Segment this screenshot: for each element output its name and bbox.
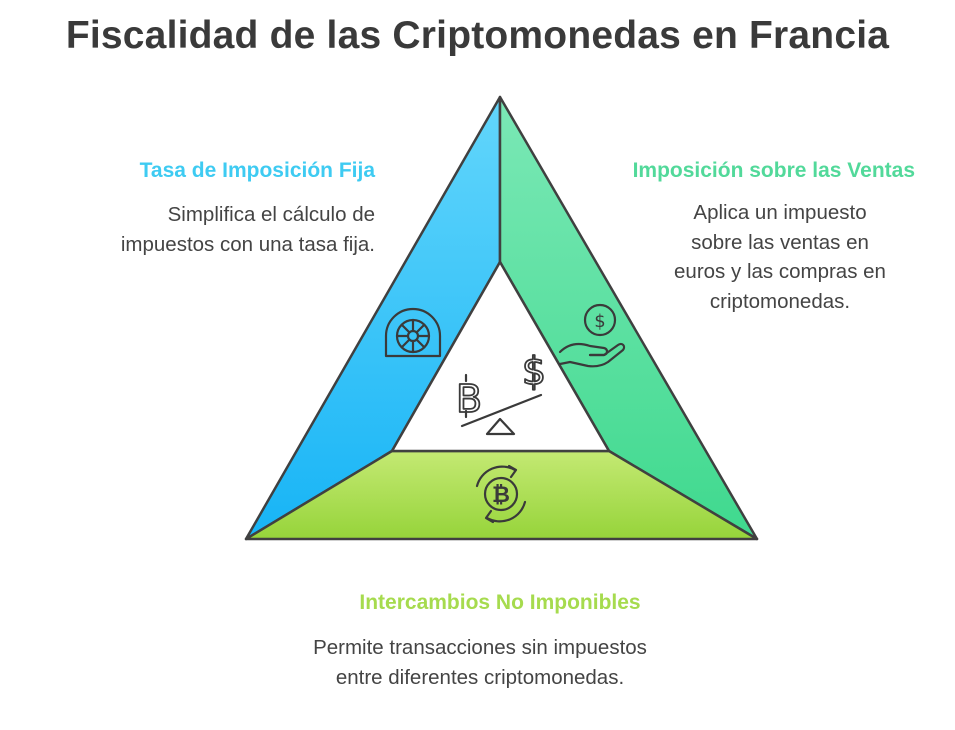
- text-line: Aplica un impuesto: [693, 201, 867, 224]
- text-ventas: Aplica un impuesto sobre las ventas en e…: [640, 198, 920, 316]
- page-title: Fiscalidad de las Criptomonedas en Franc…: [65, 14, 890, 57]
- text-line: impuestos con una tasa fija.: [120, 232, 375, 256]
- heading-tasa-fija: Tasa de Imposición Fija: [139, 159, 375, 182]
- heading-ventas: Imposición sobre las Ventas: [632, 159, 915, 182]
- text-intercambios: Permite transacciones sin impuestos entr…: [230, 633, 730, 692]
- text-line: Simplifica el cálculo de: [167, 203, 375, 226]
- svg-text:$: $: [522, 349, 546, 393]
- inner-triangle: [390, 260, 611, 453]
- text-line: Permite transacciones sin impuestos: [313, 636, 647, 659]
- svg-text:$: $: [594, 311, 605, 332]
- text-line: entre diferentes criptomonedas.: [335, 665, 625, 689]
- text-line: criptomonedas.: [709, 289, 851, 313]
- svg-text:B: B: [456, 377, 482, 421]
- text-line: sobre las ventas en: [691, 230, 869, 254]
- heading-intercambios: Intercambios No Imponibles: [359, 591, 641, 614]
- bitcoin-exchange-icon: ₿: [475, 464, 527, 524]
- svg-text:₿: ₿: [492, 483, 510, 508]
- hand-coin-icon: $: [558, 303, 626, 368]
- bitcoin-dollar-scale-icon: B $: [455, 348, 547, 436]
- text-line: euros y las compras en: [674, 260, 886, 283]
- text-tasa-fija: Simplifica el cálculo de impuestos con u…: [55, 200, 375, 259]
- safe-dial-icon: [384, 307, 442, 358]
